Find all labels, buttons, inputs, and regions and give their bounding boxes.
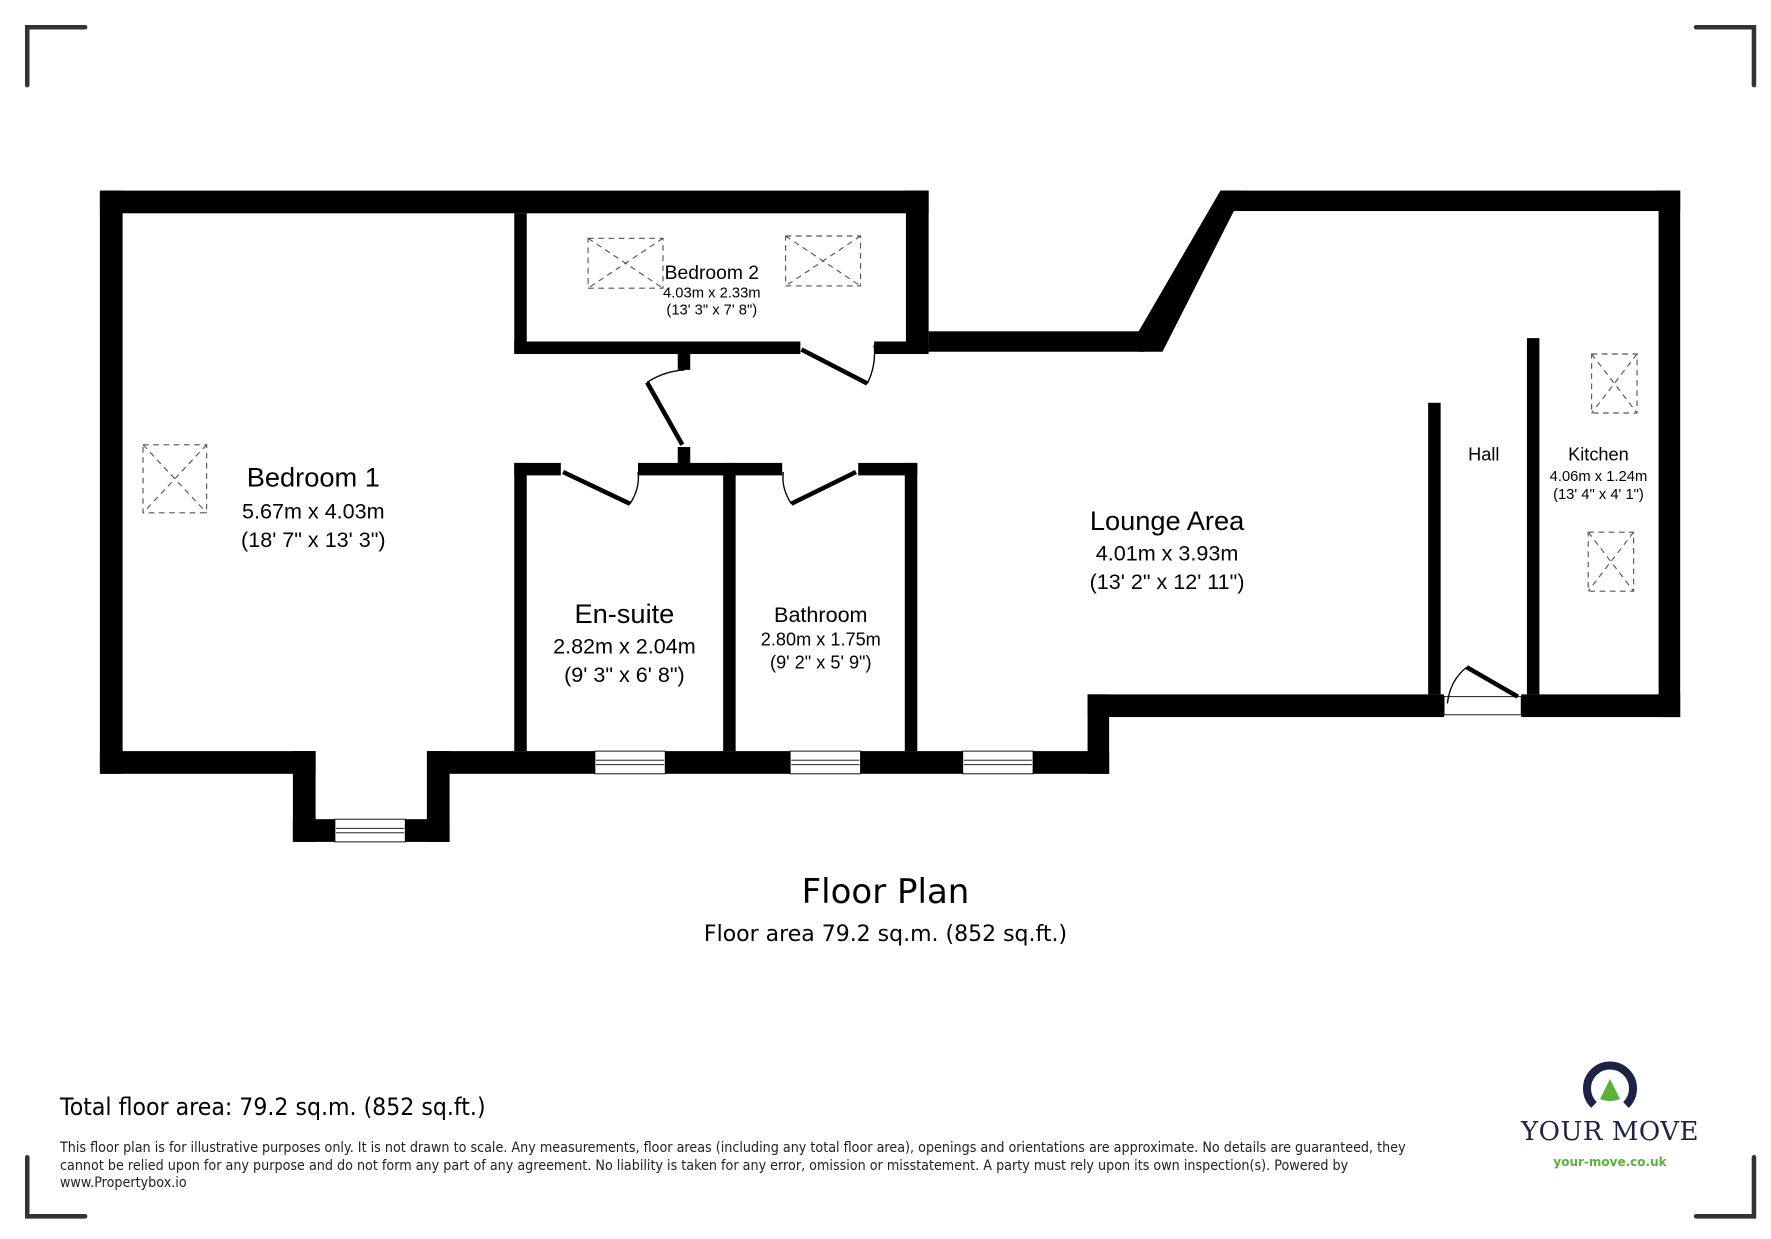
total-floor-area: Total floor area: 79.2 sq.m. (852 sq.ft.… xyxy=(60,1093,486,1121)
your-move-logo: YOUR MOVE your-move.co.uk xyxy=(1505,1055,1715,1169)
room-bedroom-2: Bedroom 2 4.03m x 2.33m (13' 3" x 7' 8") xyxy=(663,263,761,318)
walls xyxy=(99,190,1681,842)
skylight-icon xyxy=(1587,531,1635,592)
room-bathroom: Bathroom 2.80m x 1.75m (9' 2" x 5' 9") xyxy=(761,602,881,673)
room-name: Bedroom 2 xyxy=(665,263,759,284)
corner-marks xyxy=(24,24,1757,1219)
room-imperial: (13' 3" x 7' 8") xyxy=(666,302,757,318)
front-door-opening xyxy=(1443,696,1522,716)
skylight-icon xyxy=(142,444,208,514)
skylight-icon xyxy=(587,237,664,289)
room-imperial: (13' 2" x 12' 11") xyxy=(1090,569,1245,594)
plan-floor-area: Floor area 79.2 sq.m. (852 sq.ft.) xyxy=(703,922,1068,947)
doors xyxy=(562,344,1519,704)
room-imperial: (9' 3" x 6' 8") xyxy=(564,662,685,687)
room-en-suite: En-suite 2.82m x 2.04m (9' 3" x 6' 8") xyxy=(553,598,696,687)
window-lounge xyxy=(962,750,1034,775)
room-metric: 5.67m x 4.03m xyxy=(242,499,385,524)
logo-url: your-move.co.uk xyxy=(1553,1155,1667,1169)
room-metric: 4.06m x 1.24m xyxy=(1550,469,1648,485)
window-bathroom xyxy=(789,750,861,775)
room-kitchen: Kitchen 4.06m x 1.24m (13' 4" x 4' 1") xyxy=(1550,445,1648,504)
room-name: Kitchen xyxy=(1568,445,1629,465)
room-hall: Hall xyxy=(1468,445,1499,465)
room-bedroom-1: Bedroom 1 5.67m x 4.03m (18' 7" x 13' 3"… xyxy=(241,462,386,552)
skylight-icon xyxy=(785,235,862,287)
room-lounge-area: Lounge Area 4.01m x 3.93m (13' 2" x 12' … xyxy=(1090,505,1246,594)
windows xyxy=(334,750,1034,843)
skylight-icon xyxy=(1591,353,1638,414)
window-ensuite xyxy=(594,750,666,775)
room-imperial: (18' 7" x 13' 3") xyxy=(241,527,386,552)
room-name: En-suite xyxy=(574,598,674,629)
room-metric: 4.01m x 3.93m xyxy=(1096,541,1239,566)
room-name: Bathroom xyxy=(774,602,867,627)
room-imperial: (13' 4" x 4' 1") xyxy=(1553,487,1644,503)
room-name: Hall xyxy=(1468,445,1499,465)
logo-name: YOUR MOVE xyxy=(1521,1117,1699,1147)
room-name: Lounge Area xyxy=(1090,505,1245,536)
room-metric: 2.82m x 2.04m xyxy=(553,634,696,659)
window-bay xyxy=(334,818,406,843)
room-imperial: (9' 2" x 5' 9") xyxy=(770,652,872,672)
disclaimer-text: This floor plan is for illustrative purp… xyxy=(60,1140,1406,1191)
room-metric: 2.80m x 1.75m xyxy=(761,630,881,650)
logo-mark-icon xyxy=(1583,1061,1637,1108)
room-name: Bedroom 1 xyxy=(247,462,380,493)
room-metric: 4.03m x 2.33m xyxy=(663,285,761,301)
plan-title: Floor Plan xyxy=(801,872,970,912)
